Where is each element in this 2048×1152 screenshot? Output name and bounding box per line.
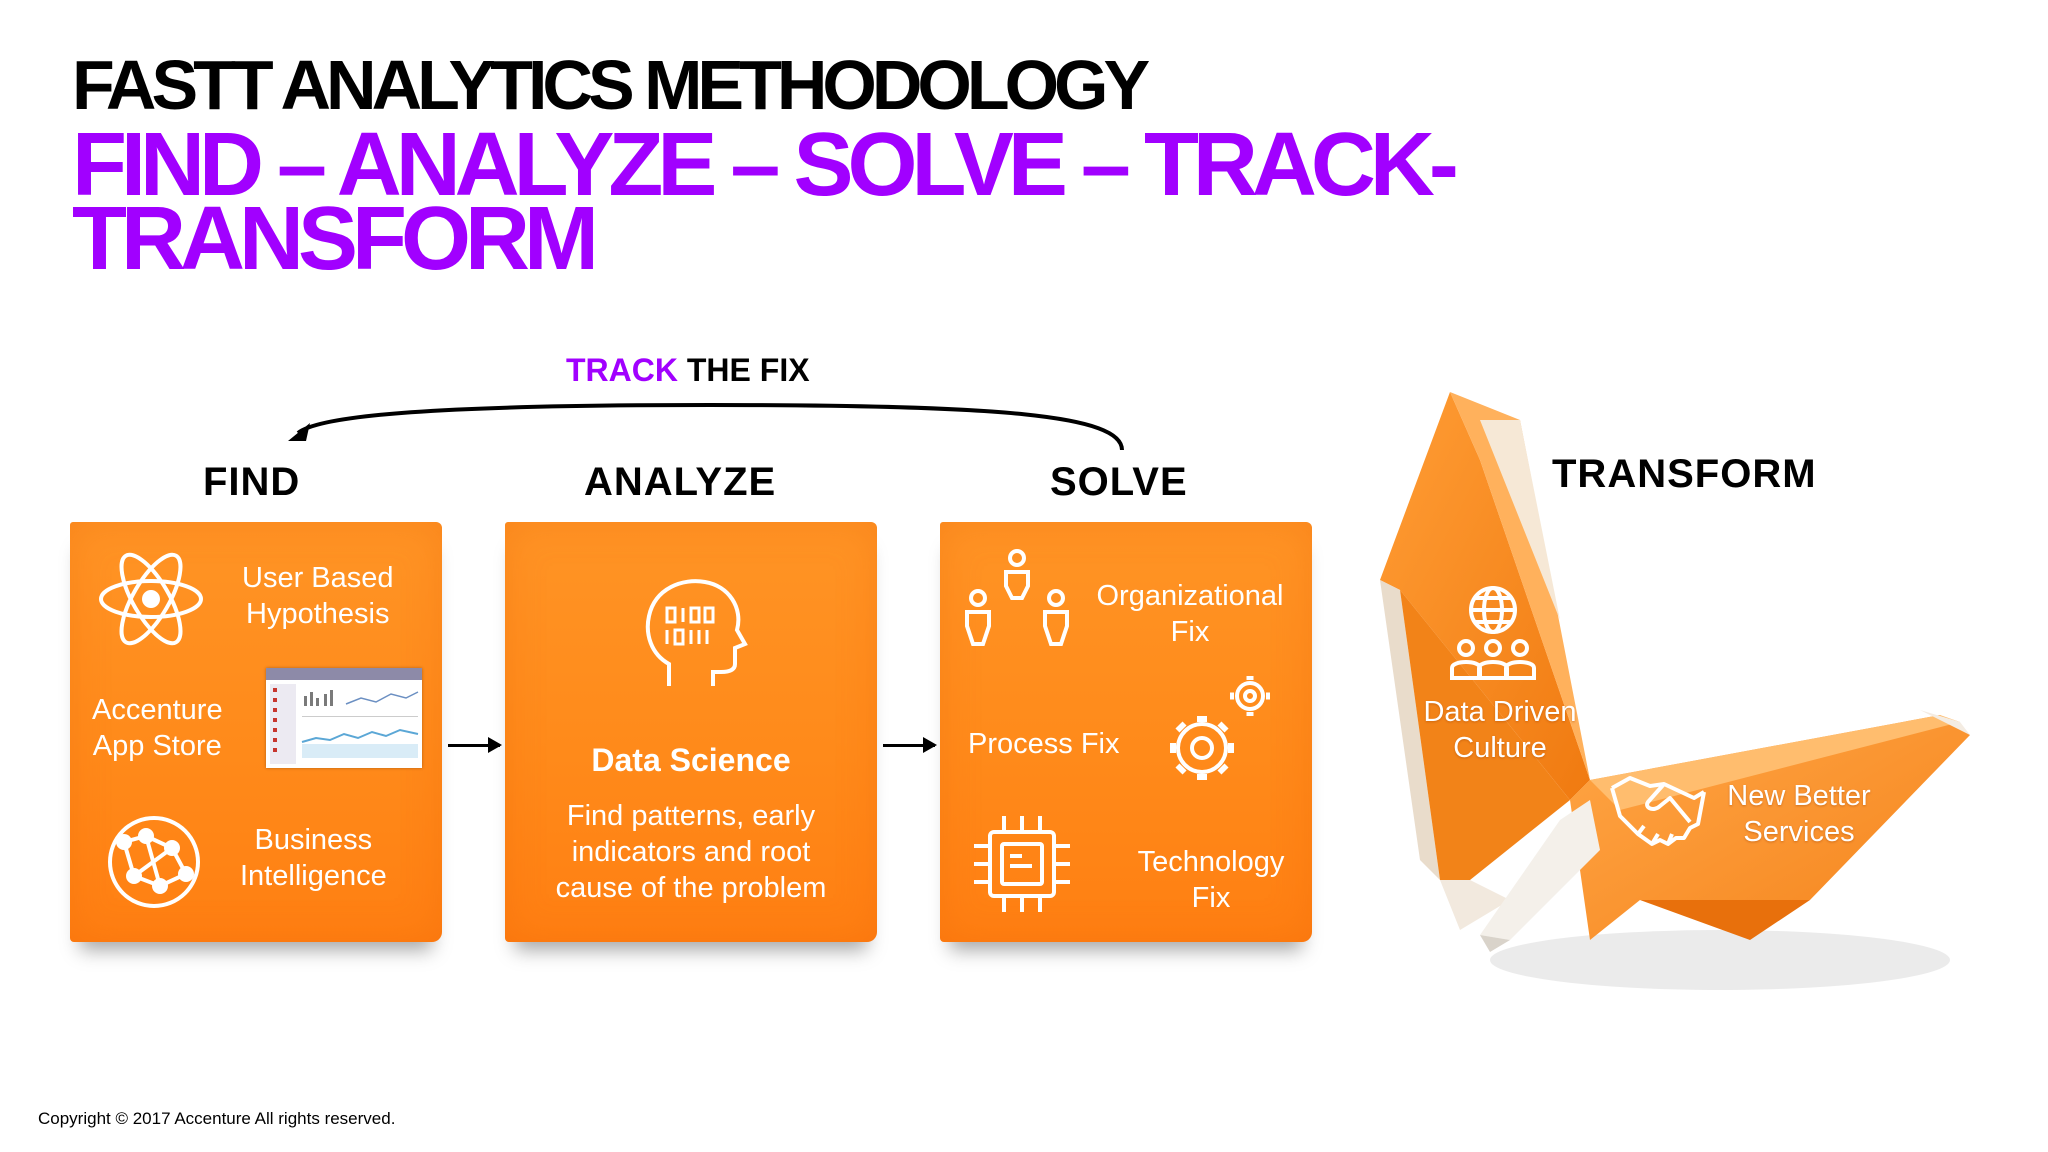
track-rest: THE FIX <box>677 352 810 388</box>
network-globe-icon <box>106 814 202 910</box>
find-item-1-line-1: User Based <box>242 562 394 594</box>
step-label-analyze: ANALYZE <box>584 460 777 504</box>
globe-people-icon <box>1448 586 1538 682</box>
atom-icon <box>96 544 206 654</box>
analyze-body: Find patterns, early indicators and root… <box>505 798 877 906</box>
gears-icon <box>1158 670 1278 790</box>
step-label-solve: SOLVE <box>1050 460 1188 504</box>
find-item-3-line-1: Business <box>254 824 373 856</box>
dashboard-screenshot <box>266 668 422 768</box>
transform-item-2-line-1: New Better <box>1727 780 1871 812</box>
solve-item-1-line-2: Fix <box>1170 616 1210 648</box>
transform-item-2-line-2: Services <box>1743 816 1855 848</box>
analyze-body-line-1: Find patterns, early <box>566 800 816 832</box>
find-item-3-line-2: Intelligence <box>240 860 387 892</box>
analyze-heading: Data Science <box>591 742 791 778</box>
analyze-body-line-3: cause of the problem <box>555 872 827 904</box>
step-label-transform: TRANSFORM <box>1552 452 1817 496</box>
arrow-find-to-analyze <box>448 737 502 753</box>
track-label: TRACK THE FIX <box>566 352 810 389</box>
solve-item-3-line-1: Technology <box>1137 846 1285 878</box>
solve-item-1-line-1: Organizational <box>1096 580 1284 612</box>
solve-item-2-text: Process Fix <box>968 728 1120 760</box>
find-item-1-line-2: Hypothesis <box>246 598 390 630</box>
solve-sticky-note: Organizational Fix Process Fix <box>940 522 1312 942</box>
transform-item-1-line-1: Data Driven <box>1423 696 1577 728</box>
transform-item-1-line-2: Culture <box>1453 732 1547 764</box>
slide-title: FASTT ANALYTICS METHODOLOGY <box>72 46 1150 124</box>
track-loop-arrow <box>288 402 1124 451</box>
find-item-3-text: Business Intelligence <box>240 822 387 894</box>
transform-item-1-text: Data Driven Culture <box>1416 694 1584 766</box>
analyze-body-line-2: indicators and root <box>571 836 811 868</box>
chip-icon <box>970 812 1074 916</box>
arrow-analyze-to-solve <box>883 737 937 753</box>
find-sticky-note: User Based Hypothesis Accenture App Stor… <box>70 522 442 942</box>
people-hierarchy-icon <box>962 548 1072 652</box>
binary-head-icon <box>639 574 749 694</box>
find-item-1-text: User Based Hypothesis <box>242 560 394 632</box>
slide-subtitle-line-1: FIND – ANALYZE – SOLVE – TRACK- <box>72 115 1459 215</box>
solve-item-3-text: Technology Fix <box>1126 844 1296 916</box>
step-label-find: FIND <box>203 460 301 504</box>
transform-item-2-text: New Better Services <box>1704 778 1894 850</box>
find-item-2-text: Accenture App Store <box>92 692 223 764</box>
find-item-2-line-2: App Store <box>92 730 222 762</box>
handshake-icon <box>1608 772 1708 852</box>
copyright-footer: Copyright © 2017 Accenture All rights re… <box>38 1109 396 1128</box>
slide-subtitle-line-2: TRANSFORM <box>72 189 599 289</box>
track-highlight: TRACK <box>566 352 678 388</box>
find-item-2-line-1: Accenture <box>92 694 223 726</box>
analyze-sticky-note: Data Science Find patterns, early indica… <box>505 522 877 942</box>
solve-item-3-line-2: Fix <box>1191 882 1231 914</box>
solve-item-1-text: Organizational Fix <box>1080 578 1300 650</box>
